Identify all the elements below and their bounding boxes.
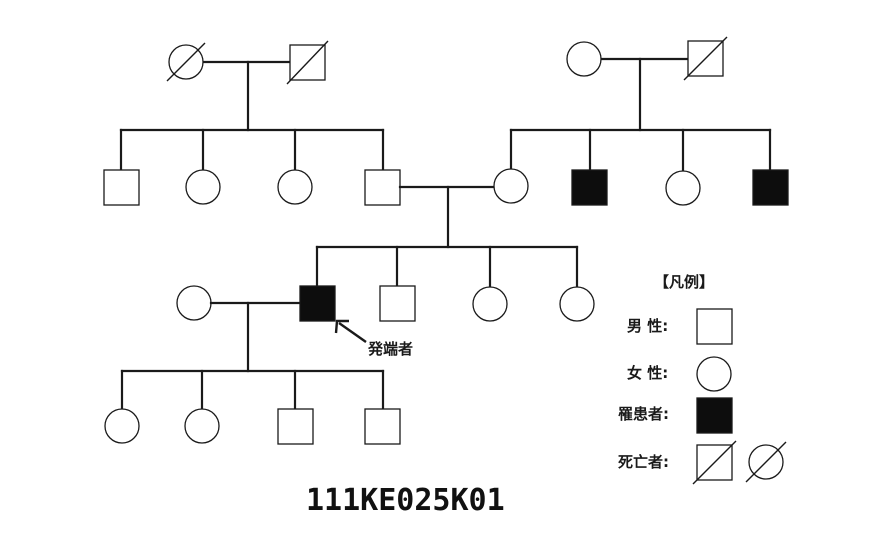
legend-deceased-male — [692, 440, 737, 485]
legend-affected-symbol — [696, 397, 733, 434]
legend-deceased-label: 死亡者: — [618, 453, 669, 471]
legend-deceased-female — [745, 441, 787, 483]
proband — [299, 285, 336, 322]
proband-arrow — [338, 322, 367, 343]
grandmother-maternal — [566, 41, 602, 77]
sister-2 — [559, 286, 595, 322]
legend-female-symbol — [696, 356, 732, 392]
spouse-of-proband — [176, 285, 212, 321]
legend: 【凡例】 男 性: 女 性: 罹患者: 死亡者: — [618, 273, 787, 485]
proband-sibship-lines — [315, 185, 579, 288]
uncle-maternal-affected-1 — [571, 169, 608, 206]
father — [364, 169, 401, 206]
son-1 — [277, 408, 314, 445]
legend-female-label: 女 性: — [627, 364, 668, 382]
uncle-maternal-affected-2 — [752, 169, 789, 206]
paternal-sibship-lines — [119, 60, 385, 172]
proband-label: 発端者 — [367, 340, 413, 358]
aunt-paternal-1 — [185, 169, 221, 205]
maternal-grandparents — [566, 36, 728, 81]
arrow-head-icon — [334, 319, 349, 334]
paternal-grandparents — [166, 40, 329, 85]
children-sibship-lines — [120, 301, 385, 411]
proband-indicator: 発端者 — [334, 319, 413, 358]
legend-affected-label: 罹患者: — [618, 405, 669, 423]
uncle-paternal-1 — [103, 169, 140, 206]
generation-3 — [176, 285, 595, 322]
deceased-slash — [683, 36, 728, 81]
grandfather-maternal-deceased — [683, 36, 728, 81]
legend-male-symbol — [696, 308, 733, 345]
aunt-paternal-2 — [277, 169, 313, 205]
mother — [493, 168, 529, 204]
generation-4 — [104, 408, 401, 445]
generation-2 — [103, 168, 789, 206]
brother-1 — [379, 285, 416, 322]
daughter-2 — [184, 408, 220, 444]
sister-1 — [472, 286, 508, 322]
deceased-slash — [286, 40, 329, 85]
legend-male-label: 男 性: — [627, 317, 668, 335]
maternal-sibship-lines — [509, 57, 772, 172]
grandmother-paternal-deceased — [166, 42, 206, 82]
daughter-1 — [104, 408, 140, 444]
legend-title: 【凡例】 — [654, 273, 714, 291]
diagram-code: 111KE025K01 — [306, 483, 505, 518]
son-2 — [364, 408, 401, 445]
deceased-slash — [166, 42, 206, 82]
grandfather-paternal-deceased — [286, 40, 329, 85]
aunt-maternal — [665, 170, 701, 206]
